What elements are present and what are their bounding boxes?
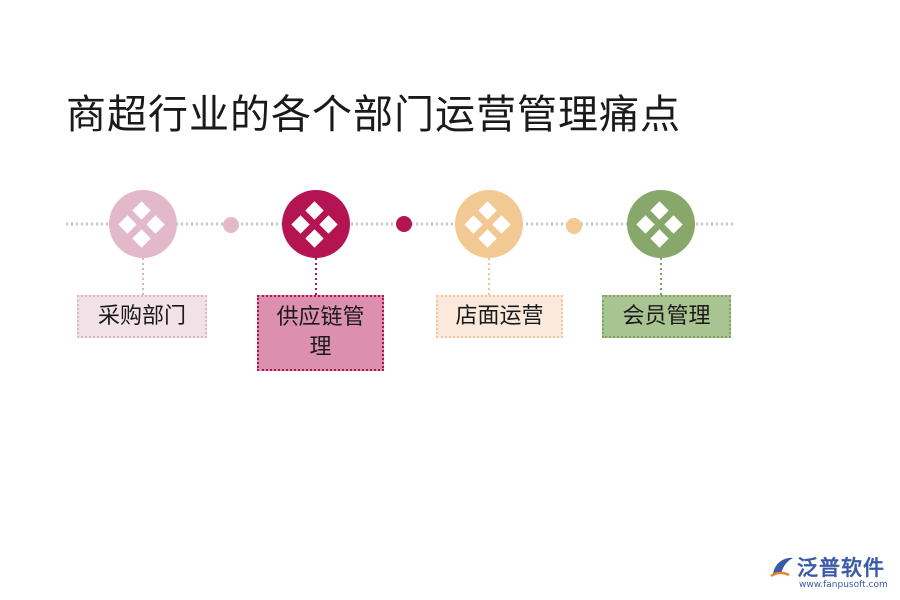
- node-circle-3: [455, 190, 523, 258]
- node-2: [282, 190, 350, 258]
- diamond-grid-icon: [118, 201, 165, 248]
- node-label-membership: 会员管理: [602, 295, 731, 338]
- node-label-purchasing: 采购部门: [77, 295, 207, 338]
- diamond-grid-icon: [464, 201, 511, 248]
- logo-name: 泛普软件: [797, 556, 885, 580]
- node-label-store-operations: 店面运营: [436, 295, 563, 338]
- node-4: [627, 190, 695, 258]
- diamond-grid-icon: [636, 201, 683, 248]
- node-3: [455, 190, 523, 258]
- node-circle-4: [627, 190, 695, 258]
- node-circle-1: [109, 190, 177, 258]
- page-title: 商超行业的各个部门运营管理痛点: [66, 92, 681, 138]
- fanpu-logo-icon: [770, 557, 793, 578]
- node-circle-2: [282, 190, 350, 258]
- diamond-grid-icon: [291, 201, 338, 248]
- connector-dot-3: [566, 218, 582, 234]
- node-label-supply-chain: 供应链管理: [257, 295, 384, 371]
- brand-logo: 泛普软件 www.fanpusoft.com: [769, 552, 894, 596]
- node-1: [109, 190, 177, 258]
- connector-dot-2: [396, 216, 412, 232]
- connector-dot-1: [223, 217, 239, 233]
- logo-url: www.fanpusoft.com: [799, 580, 888, 590]
